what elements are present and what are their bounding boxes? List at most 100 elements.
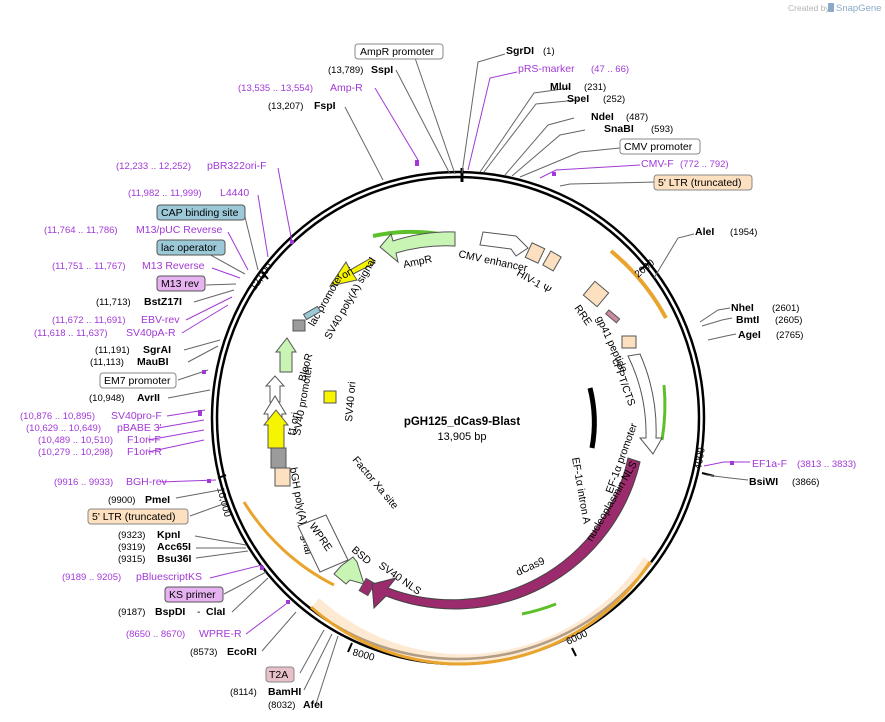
pos-afei: (8032)	[268, 700, 295, 711]
label-sv40pa-r: SV40pA-R	[126, 327, 176, 339]
plasmid-name: pGH125_dCas9-Blast	[404, 416, 520, 428]
feature-ori: ori	[340, 265, 356, 281]
pos-maubi: (11,113)	[90, 357, 124, 368]
green-arc-bottom	[521, 602, 557, 616]
label-lac-operator: lac operator	[161, 242, 217, 254]
label-m13-rev: M13 rev	[161, 278, 200, 290]
ef1a-f-marker	[730, 461, 734, 465]
pos-amp-r: (13,535 .. 13,554)	[238, 83, 313, 94]
snapgene-logo-icon	[828, 3, 834, 12]
credit-brand: SnapGene	[836, 3, 881, 14]
feature-sv40-ori: SV40 ori	[343, 381, 358, 422]
label-ampr-promoter: AmpR promoter	[360, 46, 435, 58]
credit-prefix: Created by	[788, 3, 830, 13]
label-pbluescriptks: pBluescriptKS	[136, 571, 202, 583]
tick-label-4000: 4000	[693, 446, 708, 470]
pos-bmti: (2605)	[775, 315, 802, 326]
label-ecori: EcoRI	[227, 646, 257, 658]
sv40-nls-box	[358, 577, 376, 597]
box-cap-binding	[156, 204, 246, 221]
pos-pmei: (9900)	[108, 495, 135, 506]
label-bamhi: BamHI	[268, 686, 301, 698]
pos-f1ori-r: (10,279 .. 10,298)	[38, 447, 113, 458]
label-ebv-rev: EBV-rev	[141, 314, 180, 326]
label-clai: ClaI	[206, 606, 225, 618]
label-kpni: KpnI	[157, 529, 180, 541]
amp-r-marker	[415, 160, 419, 166]
label-cmv-promoter: CMV promoter	[624, 141, 693, 153]
label-sgrai: SgrAI	[143, 344, 171, 356]
pos-sv40pro-f: (10,876 .. 10,895)	[20, 411, 95, 422]
pos-bsu36i: (9315)	[118, 554, 145, 565]
pos-bstz17i: (11,713)	[96, 297, 131, 308]
pbr322-marker	[290, 240, 294, 244]
ltr-arc-bottom	[310, 561, 652, 666]
label-amp-r: Amp-R	[330, 82, 363, 94]
box-cmv-promoter	[619, 138, 701, 155]
label-boxes	[87, 43, 753, 683]
tick-8000	[347, 642, 353, 653]
labels-right: SgrDI (1) pRS-marker (47 .. 66) MluI (23…	[506, 45, 856, 488]
ef1a-intron-bar	[587, 387, 597, 449]
sv40-ori-box	[323, 390, 337, 404]
pos-mlui: (231)	[584, 82, 606, 93]
cppt-box	[621, 335, 637, 349]
label-sv40pro-f: SV40pro-F	[111, 410, 162, 422]
tick-6000	[571, 647, 577, 657]
dcas9-arrow	[371, 457, 641, 610]
label-spei: SpeI	[567, 93, 589, 105]
label-bstz17i: BstZ17I	[144, 296, 182, 308]
hiv-psi-box-2	[542, 250, 562, 272]
bgh-marker	[207, 479, 211, 483]
pos-sspi: (13,789)	[328, 65, 363, 76]
wpre-r-marker	[286, 600, 290, 604]
label-t2a: T2A	[269, 669, 288, 681]
pos-bgh-rev: (9916 .. 9933)	[54, 477, 113, 488]
label-mlui: MluI	[550, 81, 571, 93]
center: pGH125_dCas9-Blast 13,905 bp	[404, 416, 520, 443]
pos-sv40pa-r: (11,618 .. 11,637)	[34, 328, 108, 339]
box-ampr-promoter	[354, 43, 444, 60]
pos-spei: (252)	[603, 94, 625, 105]
pbluescript-marker	[260, 566, 264, 570]
leader-lines	[461, 53, 750, 481]
em7-arrow	[264, 375, 286, 403]
box-ks-primer	[164, 586, 224, 603]
credit: Created by SnapGene	[788, 3, 881, 14]
label-bsu36i: Bsu36I	[157, 553, 192, 565]
label-clai-sep: -	[197, 606, 201, 618]
pos-m13-reverse: (11,751 .. 11,767)	[52, 261, 126, 272]
label-bspdi: BspDI	[155, 606, 185, 618]
label-bmti: BmtI	[736, 314, 759, 326]
sv40-polya-box	[292, 319, 306, 332]
pos-snabi: (593)	[651, 124, 673, 135]
pos-l4440: (11,982 .. 11,999)	[128, 188, 202, 199]
feature-rre: RRE	[572, 303, 595, 328]
pos-alei: (1954)	[730, 227, 757, 238]
ef1a-promoter-arrow	[627, 353, 663, 455]
pos-wpre-r: (8650 .. 8670)	[126, 629, 185, 640]
label-snabi: SnaBI	[604, 123, 634, 135]
green-arc-right	[660, 384, 667, 441]
label-f1ori-r: F1ori-R	[127, 446, 162, 458]
label-m13-puc-reverse: M13/pUC Reverse	[136, 224, 223, 236]
pos-ebv-rev: (11,672 .. 11,691)	[52, 315, 126, 326]
pos-prs-marker: (47 .. 66)	[591, 64, 629, 75]
label-afei: AfeI	[303, 699, 323, 711]
bsd-arrow	[333, 556, 365, 585]
label-5ltr-right: 5' LTR (truncated)	[658, 177, 742, 189]
pos-fspi: (13,207)	[268, 101, 303, 112]
ltr-arc-top	[609, 249, 668, 319]
label-cap-binding: CAP binding site	[161, 207, 239, 219]
label-pbr322ori-f: pBR322ori-F	[207, 160, 267, 172]
bgh-polya-box	[270, 447, 287, 469]
pos-agei: (2765)	[776, 330, 803, 341]
pos-f1ori-f: (10,489 .. 10,510)	[38, 435, 113, 446]
labels-left: AmpR promoter (13,789) SspI (13,535 .. 1…	[20, 46, 435, 711]
cmv-f-marker	[552, 172, 556, 176]
pos-ecori: (8573)	[190, 647, 217, 658]
pos-pbluescriptks: (9189 .. 9205)	[62, 572, 121, 583]
ltr-arc-left	[242, 501, 335, 587]
label-nhei: NheI	[731, 302, 754, 314]
